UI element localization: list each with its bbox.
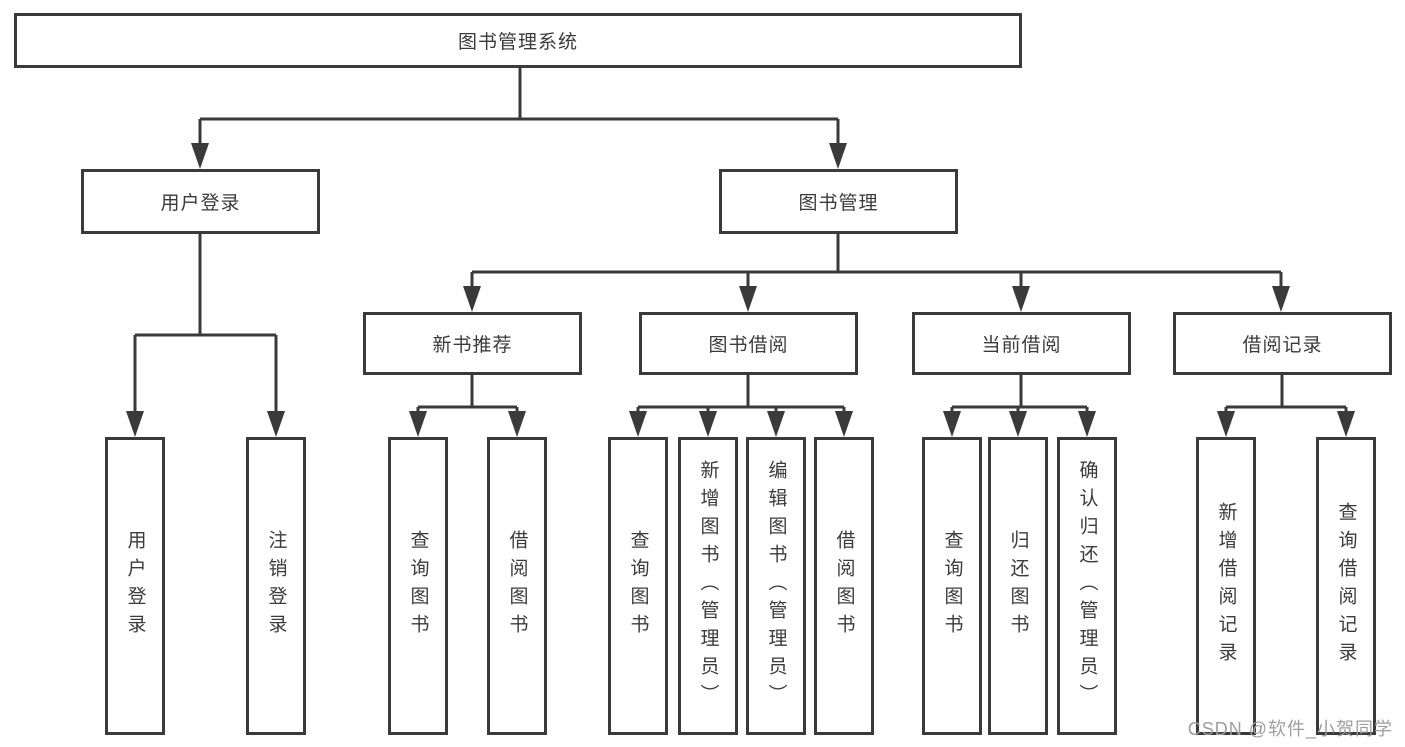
- leaf-bb-add-books-admin: 新增图书（管理员）: [678, 437, 738, 735]
- leaf-label: 查询图书: [941, 530, 963, 642]
- node-label: 新书推荐: [432, 335, 513, 356]
- leaf-label: 查询借阅记录: [1335, 502, 1357, 670]
- node-label: 图书管理: [798, 193, 879, 214]
- node-borrowing-records: 借阅记录: [1173, 312, 1392, 375]
- leaf-bb-query-books: 查询图书: [608, 437, 668, 735]
- leaf-br-add-borrow-record: 新增借阅记录: [1196, 437, 1256, 735]
- leaf-label: 注销登录: [265, 530, 287, 642]
- leaf-bb-edit-books-admin: 编辑图书（管理员）: [746, 437, 806, 735]
- leaf-cb-query-books: 查询图书: [922, 437, 982, 735]
- leaf-label: 借阅图书: [506, 530, 528, 642]
- leaf-cb-return-books: 归还图书: [988, 437, 1048, 735]
- leaf-br-query-borrow-record: 查询借阅记录: [1316, 437, 1376, 735]
- leaf-user-login: 用户登录: [105, 437, 165, 735]
- watermark: CSDN @软件_小贺同学: [1187, 719, 1393, 739]
- node-library-management-system: 图书管理系统: [14, 13, 1022, 68]
- node-new-book-recommendation: 新书推荐: [363, 312, 582, 375]
- leaf-cb-confirm-return-admin: 确认归还（管理员）: [1057, 437, 1117, 735]
- leaf-logout-login: 注销登录: [246, 437, 306, 735]
- leaf-label: 查询图书: [627, 530, 649, 642]
- node-label: 图书管理系统: [457, 32, 578, 53]
- node-label: 当前借阅: [981, 335, 1062, 356]
- leaf-label: 新增借阅记录: [1215, 502, 1237, 670]
- node-label: 图书借阅: [708, 335, 789, 356]
- node-label: 用户登录: [160, 193, 241, 214]
- node-book-borrowing: 图书借阅: [639, 312, 858, 375]
- node-user-login: 用户登录: [81, 169, 320, 234]
- node-current-borrowing: 当前借阅: [912, 312, 1131, 375]
- leaf-label: 归还图书: [1007, 530, 1029, 642]
- arrowheads: [126, 143, 1355, 437]
- leaf-nbr-query-books: 查询图书: [388, 437, 448, 735]
- leaf-label: 用户登录: [124, 530, 146, 642]
- leaf-label: 新增图书（管理员）: [697, 460, 719, 712]
- leaf-label: 借阅图书: [833, 530, 855, 642]
- leaf-bb-borrow-books: 借阅图书: [814, 437, 874, 735]
- leaf-label: 查询图书: [407, 530, 429, 642]
- leaf-label: 确认归还（管理员）: [1076, 460, 1098, 712]
- connector-strokes: [133, 68, 1348, 414]
- node-label: 借阅记录: [1242, 335, 1323, 356]
- leaf-nbr-borrow-books: 借阅图书: [487, 437, 547, 735]
- node-book-management: 图书管理: [719, 169, 958, 234]
- leaf-label: 编辑图书（管理员）: [765, 460, 787, 712]
